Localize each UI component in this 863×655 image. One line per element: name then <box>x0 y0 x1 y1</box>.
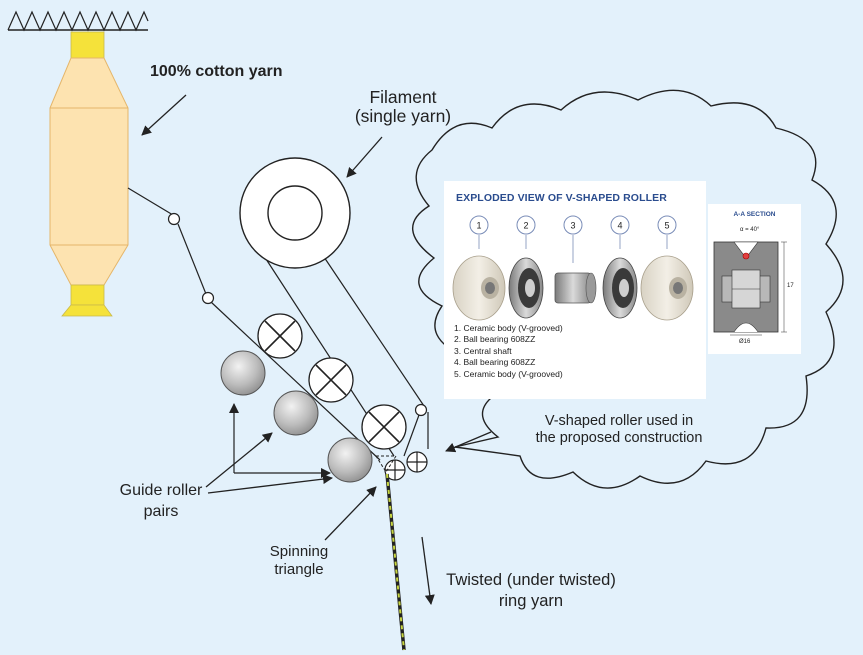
cotton-yarn-path <box>127 187 429 461</box>
crossed-roller <box>308 357 354 403</box>
section-angle-label: α = 40° <box>740 227 760 233</box>
section-title: A-A SECTION <box>733 211 776 218</box>
section-diameter-label: Ø16 <box>739 339 751 345</box>
parts-list-item: 4. Ball bearing 608ZZ <box>454 357 536 368</box>
gray-roller <box>273 390 319 436</box>
twisted-yarn-label-line1: Twisted (under twisted) <box>446 571 616 589</box>
filament-label-line2: (single yarn) <box>354 106 452 127</box>
parts-list: 1. Ceramic body (V-grooved) 2. Ball bear… <box>454 323 563 380</box>
cotton-bobbin <box>49 31 129 317</box>
guide-roller-pairs <box>220 313 407 483</box>
filament-package <box>239 157 351 269</box>
axes-indicator <box>229 403 331 478</box>
part-number-2: 2 <box>523 221 528 231</box>
spinning-triangle-label: Spinning triangle <box>258 543 340 579</box>
parts-list-item: 5. Ceramic body (V-grooved) <box>454 368 563 379</box>
exploded-view-panel: EXPLODED VIEW OF V-SHAPED ROLLER <box>444 181 706 399</box>
section-drawing <box>713 241 787 336</box>
ceramic-body-1 <box>452 255 506 321</box>
twisted-yarn-label-line2: ring yarn <box>498 591 564 610</box>
creel-hanger <box>7 10 149 32</box>
v-roller-label-line2: the proposed construction <box>535 430 703 447</box>
parts-list-item: 3. Central shaft <box>454 345 512 356</box>
filament-label-line1: Filament <box>369 87 437 107</box>
spinning-triangle-label-line1: Spinning <box>269 543 329 560</box>
parts-list-item: 2. Ball bearing 608ZZ <box>454 334 536 345</box>
section-height-label: 17 <box>787 283 794 289</box>
spinning-triangle-label-line2: triangle <box>274 561 324 578</box>
cotton-yarn-label: 100% cotton yarn <box>150 63 283 80</box>
guide-eyelet <box>414 403 428 417</box>
part-number-3: 3 <box>570 221 575 231</box>
part-callouts <box>478 235 668 263</box>
v-roller-label: V-shaped roller used in the proposed con… <box>514 413 724 447</box>
v-roller-label-line1: V-shaped roller used in <box>544 413 694 429</box>
guide-roller-label: Guide roller pairs <box>100 481 222 523</box>
gray-roller <box>327 437 373 483</box>
twisted-yarn <box>385 473 406 651</box>
crossed-roller <box>361 404 407 450</box>
exploded-view-title: EXPLODED VIEW OF V-SHAPED ROLLER <box>456 192 667 204</box>
exploded-view-drawing: 1 2 3 4 5 <box>452 215 694 321</box>
part-number-5: 5 <box>664 221 669 231</box>
twisted-yarn-label: Twisted (under twisted) ring yarn <box>440 570 622 611</box>
parts-list-item: 1. Ceramic body (V-grooved) <box>454 323 563 333</box>
part-number-4: 4 <box>617 221 622 231</box>
guide-eyelet <box>167 212 181 226</box>
ball-bearing-4 <box>602 257 638 319</box>
ceramic-body-5 <box>640 255 694 321</box>
pointer-arrows <box>141 94 492 605</box>
central-shaft-3 <box>554 272 597 304</box>
crossed-roller <box>257 313 303 359</box>
guide-roller-label-line2: pairs <box>143 502 179 520</box>
gray-roller <box>220 350 266 396</box>
spinning-triangle-outline <box>375 455 397 473</box>
guide-roller-label-line1: Guide roller <box>119 482 203 499</box>
part-number-1: 1 <box>476 221 481 231</box>
filament-label: Filament (single yarn) <box>332 87 474 127</box>
section-view-panel: A-A SECTION α = 40° 17 Ø16 <box>708 204 801 354</box>
guide-eyelet <box>201 291 215 305</box>
part-number-badges: 1 2 3 4 5 <box>469 215 677 235</box>
ball-bearing-2 <box>508 257 544 319</box>
